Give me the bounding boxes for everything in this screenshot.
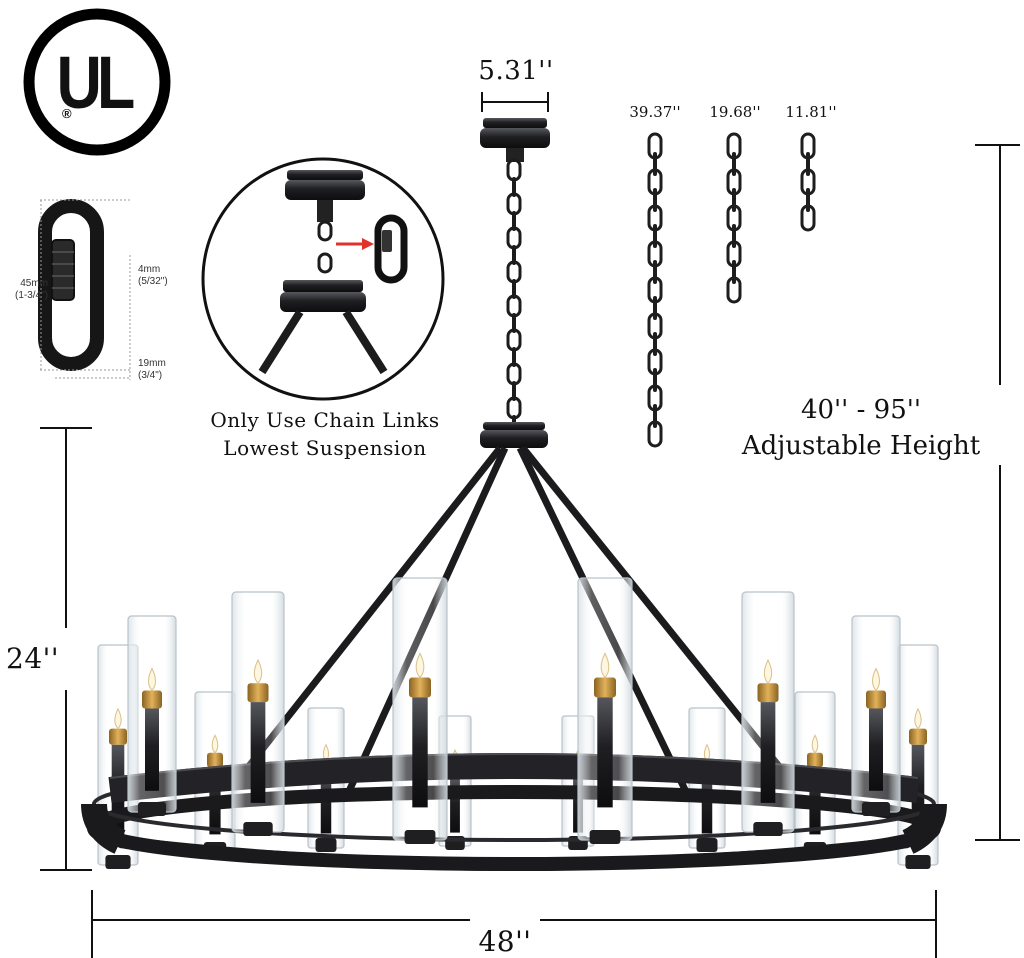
diameter-dimension <box>91 890 937 958</box>
chain-sample-link <box>726 276 742 304</box>
canopy <box>480 118 550 162</box>
inset-caption: Only Use Chain Links Lowest Suspension <box>210 408 440 460</box>
adjustable-height-dimension <box>975 144 1020 841</box>
candle-light <box>231 591 285 836</box>
quick-link-icon <box>38 199 131 380</box>
chain-link <box>512 347 516 367</box>
center-hub <box>480 422 548 448</box>
candle-light <box>851 615 901 816</box>
adjustable-height-label: 40'' - 95'' Adjustable Height <box>741 395 981 461</box>
chain-sample-link <box>653 152 657 176</box>
chain-sample-link <box>806 152 810 176</box>
chain-sample-link <box>653 260 657 284</box>
quick-link-wire-label: 4mm (5/32") <box>138 264 168 287</box>
canopy-width-label: 5.31'' <box>478 56 554 86</box>
chain-sample-link <box>732 188 736 212</box>
chain-link <box>512 313 516 333</box>
chain-sample-link <box>806 188 810 212</box>
chain-sample-link <box>732 152 736 176</box>
wagon-wheel-ring <box>81 753 947 871</box>
quick-link-length-label: 45mm (1-3/4") <box>14 278 48 301</box>
chain-sample <box>800 132 816 232</box>
chain-sample-link <box>653 296 657 320</box>
chain-link-inset <box>201 157 445 401</box>
chain-link <box>512 245 516 265</box>
chain-link <box>512 381 516 401</box>
chain-sample <box>726 132 742 304</box>
ul-letters: UL <box>56 41 135 124</box>
ul-logo-text: UL ® <box>48 18 148 148</box>
chain-link <box>512 177 516 197</box>
chain-sample-link <box>653 368 657 392</box>
body-height-dimension <box>40 427 92 871</box>
main-chain <box>506 158 522 435</box>
chain-sample-link <box>653 188 657 212</box>
candle-light <box>741 591 795 836</box>
chain-sample <box>647 132 663 448</box>
chain-sample-link <box>653 332 657 356</box>
chain-label-medium: 19.68'' <box>709 103 761 121</box>
chain-sample-link <box>800 204 816 232</box>
chain-label-long: 39.37'' <box>629 103 681 121</box>
candle-light <box>127 615 177 816</box>
candle-light <box>577 577 633 844</box>
chain-link <box>512 211 516 231</box>
chain-sample-link <box>653 224 657 248</box>
chain-sample-link <box>653 404 657 428</box>
chain-sample-link <box>732 260 736 284</box>
quick-link-width-label: 19mm (3/4") <box>138 358 166 381</box>
canopy-width-dimension <box>481 92 549 112</box>
registered-mark: ® <box>62 106 72 121</box>
chain-samples <box>647 132 816 448</box>
candles-front <box>127 577 901 844</box>
body-height-label: 24'' <box>6 642 60 675</box>
candle-light <box>392 577 448 844</box>
chain-link <box>512 279 516 299</box>
ul-logo <box>23 8 171 156</box>
diameter-label: 48'' <box>478 925 532 958</box>
chain-label-short: 11.81'' <box>785 103 837 121</box>
chain-sample-link <box>732 224 736 248</box>
chain-sample-link <box>647 420 663 448</box>
